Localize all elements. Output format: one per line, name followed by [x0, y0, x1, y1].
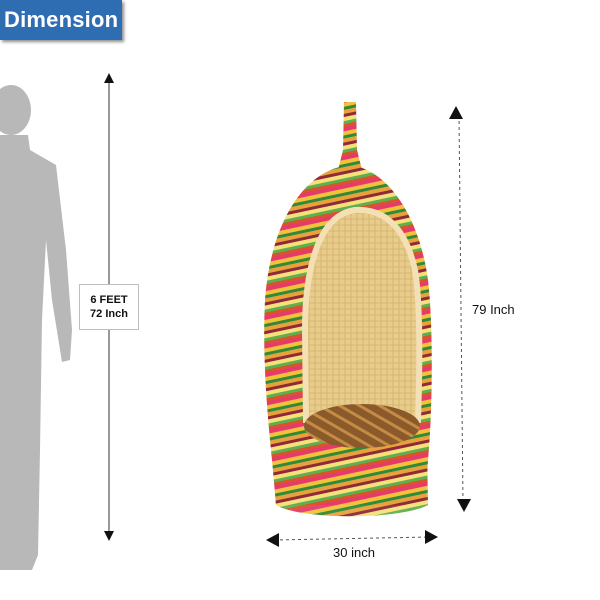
human-silhouette	[0, 85, 72, 570]
pod-chair	[264, 102, 432, 517]
human-height-inch: 72 Inch	[90, 308, 128, 320]
width-arrow	[266, 530, 438, 547]
product-height-label: 79 Inch	[472, 302, 515, 317]
height-arrow	[449, 106, 471, 512]
product-width-label: 30 inch	[333, 545, 375, 560]
badge-title: Dimension	[4, 7, 119, 32]
dimension-badge: Dimension	[0, 0, 122, 40]
human-height-label: 6 FEET 72 Inch	[79, 284, 139, 330]
human-height-feet: 6 FEET	[90, 294, 128, 306]
